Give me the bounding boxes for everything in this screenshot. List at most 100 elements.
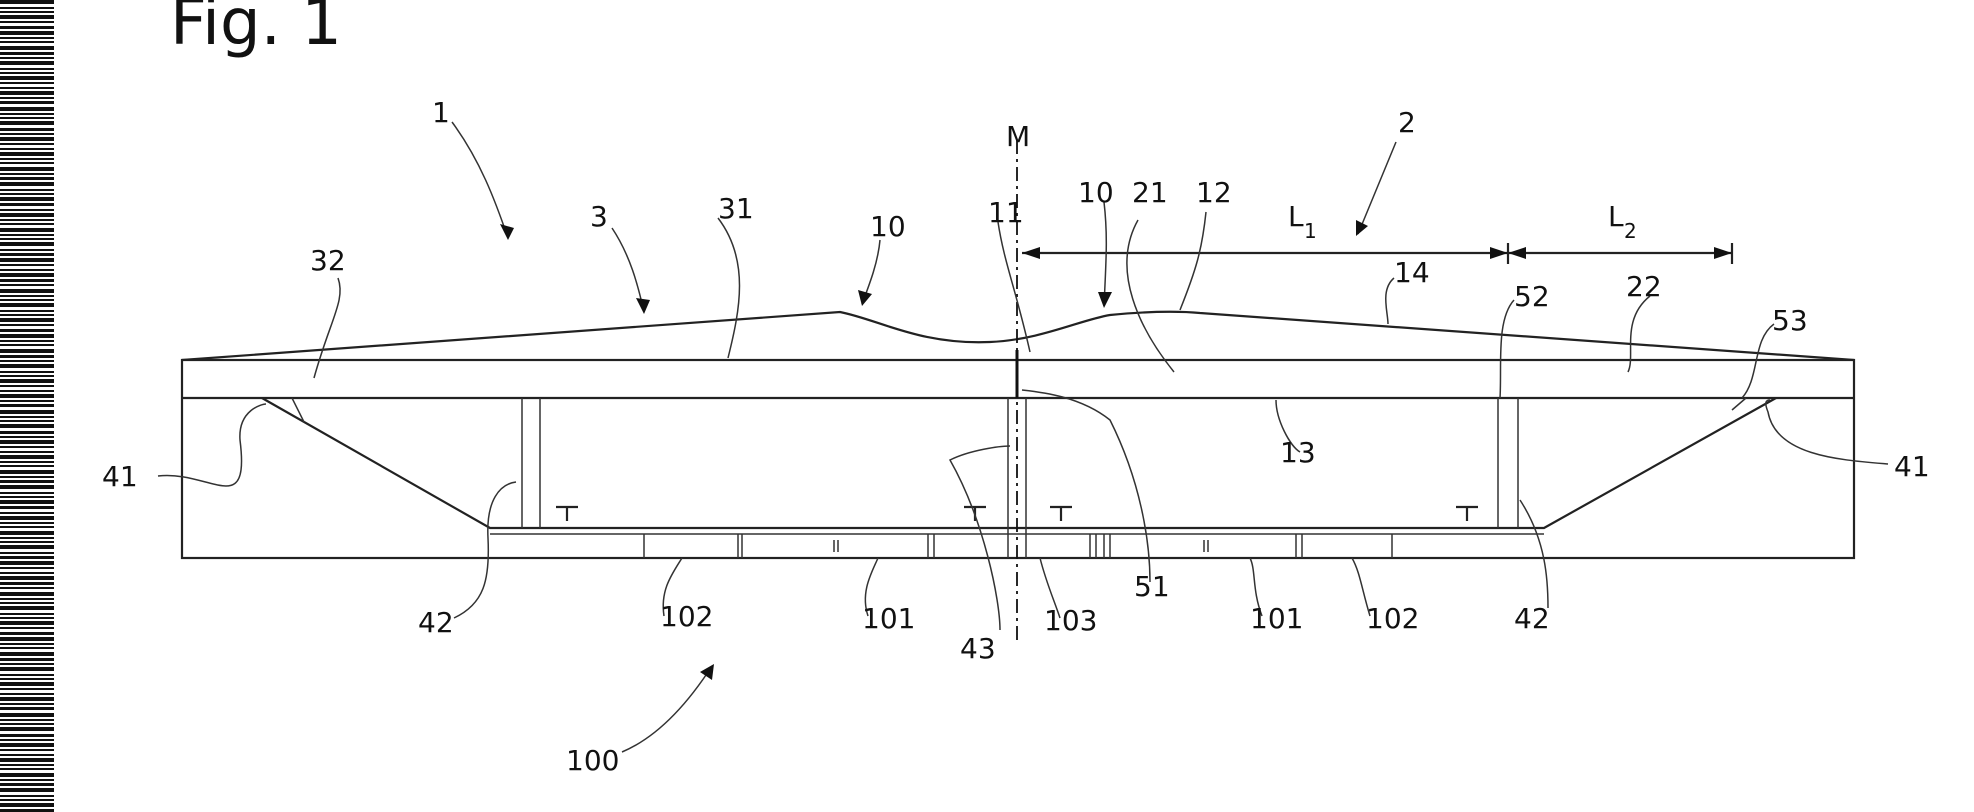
barcode-bar — [0, 576, 54, 580]
barcode-bar — [0, 269, 54, 271]
barcode-bar — [0, 117, 54, 119]
barcode-bar — [0, 779, 54, 781]
barcode-bar — [0, 279, 54, 282]
barcode-bar — [0, 182, 54, 186]
label-43: 43 — [960, 632, 996, 665]
barcode-bar — [0, 545, 54, 549]
barcode-bar — [0, 299, 54, 301]
barcode-bar — [0, 678, 54, 680]
barcode-bar — [0, 273, 54, 277]
barcode-bar — [0, 349, 54, 353]
barcode-bar — [0, 152, 54, 156]
barcode-bar — [0, 451, 54, 453]
barcode-bar — [0, 476, 54, 478]
barcode-bar — [0, 764, 54, 766]
barcode-bar — [0, 310, 54, 312]
barcode-bar — [0, 643, 54, 645]
barcode-bar — [0, 314, 54, 316]
label-100: 100 — [566, 744, 619, 777]
barcode-bar — [0, 11, 54, 13]
label-52: 52 — [1514, 280, 1550, 313]
barcode-bar — [0, 284, 54, 286]
label-102-right: 102 — [1366, 602, 1419, 635]
label-1: 1 — [432, 96, 450, 129]
barcode-bar — [0, 512, 54, 514]
barcode-bar — [0, 128, 54, 131]
barcode-bar — [0, 485, 54, 489]
barcode-bar — [0, 394, 54, 398]
barcode-bar — [0, 516, 54, 520]
barcode-bar — [0, 420, 54, 422]
barcode-bar — [0, 713, 54, 717]
barcode-bar — [0, 404, 54, 407]
barcode-bar — [0, 148, 54, 150]
figure-title: Fig. 1 — [170, 0, 342, 60]
label-2: 2 — [1398, 106, 1416, 139]
barcode-bar — [0, 253, 54, 256]
label-14: 14 — [1394, 256, 1430, 289]
label-21: 21 — [1132, 176, 1168, 209]
barcode-bar — [0, 360, 54, 362]
barcode-bar — [0, 213, 54, 217]
barcode-bar — [0, 592, 54, 596]
label-102-left: 102 — [660, 600, 713, 633]
barcode-bar — [0, 158, 54, 160]
label-101-left: 101 — [862, 602, 915, 635]
barcode-bar — [0, 552, 54, 554]
label-51: 51 — [1134, 570, 1170, 603]
barcode-bar — [0, 91, 54, 95]
barcode-bar — [0, 617, 54, 619]
barcode-bar — [0, 647, 54, 649]
barcode-bar — [0, 522, 54, 524]
barcode-bar — [0, 500, 54, 504]
barcode-bar — [0, 461, 54, 463]
right-wedge-line — [1732, 398, 1746, 410]
barcode-bar — [0, 101, 54, 104]
barcode-bar — [0, 364, 54, 368]
label-L1: L — [1288, 200, 1304, 233]
barcode-bar — [0, 355, 54, 358]
barcode-bar — [0, 658, 54, 661]
barcode-bar — [0, 334, 54, 338]
label-41-left: 41 — [102, 460, 138, 493]
barcode-bar — [0, 707, 54, 710]
barcode-bar — [0, 613, 54, 615]
barcode-bar — [0, 295, 54, 297]
barcode-bar — [0, 541, 54, 543]
barcode-bar — [0, 424, 54, 428]
barcode-bar — [0, 637, 54, 641]
barcode-bar — [0, 197, 54, 201]
barcode-bar — [0, 496, 54, 498]
barcode-bar — [0, 567, 54, 569]
label-13: 13 — [1280, 436, 1316, 469]
barcode-bar — [0, 799, 54, 801]
label-41-right: 41 — [1894, 450, 1930, 483]
barcode-bar — [0, 582, 54, 585]
barcode-bar — [0, 264, 54, 266]
barcode-bar — [0, 492, 54, 494]
barcode-bar — [0, 133, 54, 135]
barcode-bar — [0, 606, 54, 610]
label-11: 11 — [988, 196, 1024, 229]
label-42-right: 42 — [1514, 602, 1550, 635]
barcode-bar — [0, 303, 54, 307]
barcode-bar — [0, 72, 54, 74]
barcode-bar — [0, 743, 54, 747]
base-segments — [644, 534, 1392, 558]
barcode-bar — [0, 556, 54, 559]
label-42-left: 42 — [418, 606, 454, 639]
barcode-bar — [0, 375, 54, 377]
label-22: 22 — [1626, 270, 1662, 303]
lower-brace-outline — [262, 398, 1776, 528]
barcode-bar — [0, 480, 54, 483]
barcode-bar — [0, 783, 54, 786]
barcode-bar — [0, 329, 54, 332]
label-10-right: 10 — [1078, 176, 1114, 209]
barcode-bar — [0, 189, 54, 191]
barcode-bar — [0, 754, 54, 756]
label-3: 3 — [590, 200, 608, 233]
barcode-bar — [0, 379, 54, 383]
barcode-bar — [0, 76, 54, 80]
barcode-bar — [0, 795, 54, 797]
barcode-bar — [0, 173, 54, 175]
